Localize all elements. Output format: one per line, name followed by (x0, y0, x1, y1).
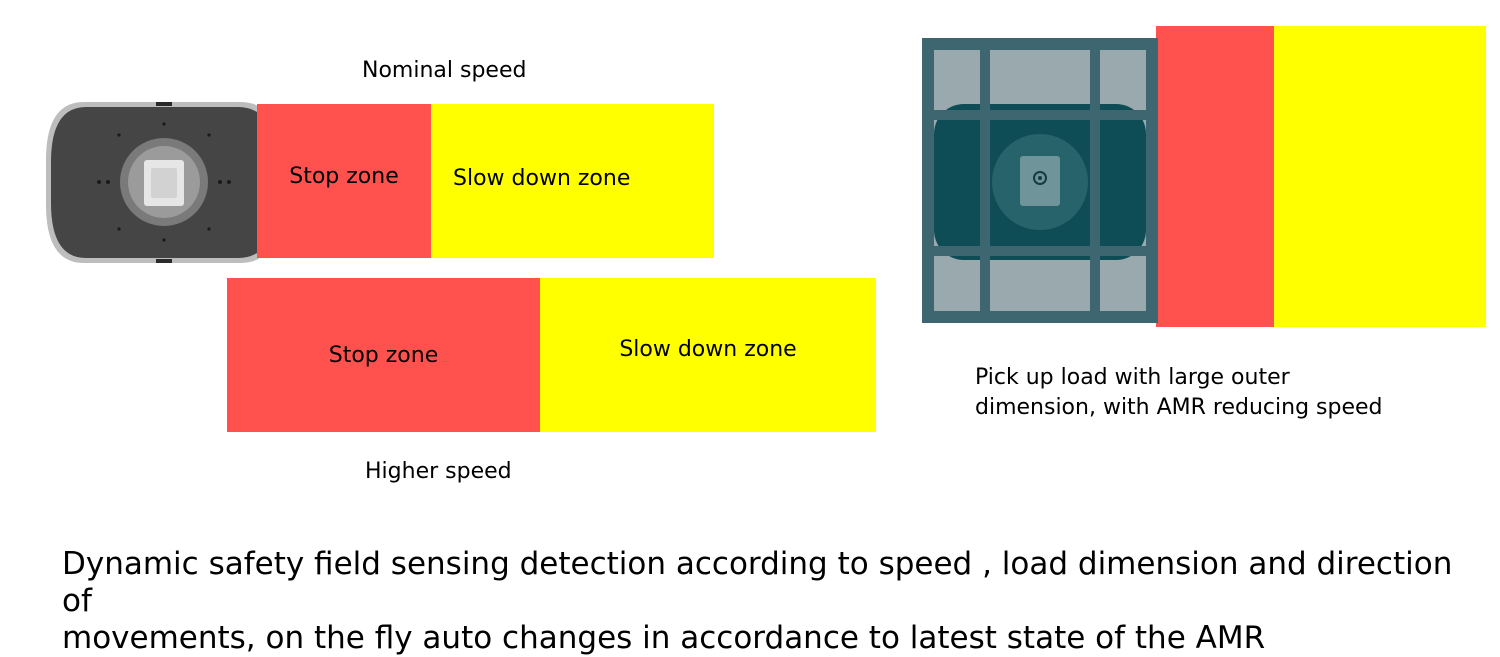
footer-description: Dynamic safety field sensing detection a… (62, 546, 1482, 657)
amr-with-large-load (922, 38, 1158, 323)
load-caption-line1: Pick up load with large outer (975, 365, 1290, 390)
nominal-stop-zone-label: Stop zone (289, 163, 399, 189)
higher-stop-zone-label: Stop zone (328, 342, 439, 368)
footer-line2: movements, on the fly auto changes in ac… (62, 620, 1266, 656)
nominal-slow-zone-label: Slow down zone (453, 165, 631, 191)
nominal-slow-zone: Slow down zone (431, 104, 714, 258)
footer-line1: Dynamic safety field sensing detection a… (62, 546, 1453, 619)
load-caption-line2: dimension, with AMR reducing speed (975, 395, 1383, 420)
higher-slow-zone: Slow down zone (540, 278, 876, 432)
higher-slow-zone-label: Slow down zone (619, 336, 797, 362)
higher-speed-caption: Higher speed (365, 459, 512, 484)
nominal-speed-caption: Nominal speed (362, 58, 527, 83)
amr-robot-top-view (46, 102, 280, 263)
nominal-stop-zone: Stop zone (257, 104, 431, 258)
higher-stop-zone: Stop zone (227, 278, 540, 432)
load-slow-zone (1274, 26, 1486, 327)
load-stop-zone (1156, 26, 1274, 327)
